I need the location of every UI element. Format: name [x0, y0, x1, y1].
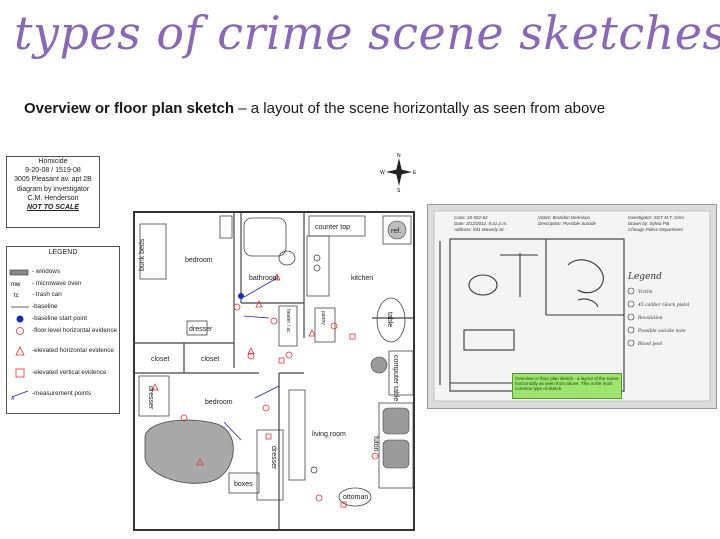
room-label: ref. [391, 228, 401, 235]
subtitle-definition: – a layout of the scene horizontally as … [234, 100, 606, 117]
sketch-header-department: Chicago Police Department [628, 227, 684, 232]
sketch-legend-item: 45 caliber Glock pistol [637, 302, 690, 308]
legend-item: mw - microwave oven [9, 279, 117, 293]
room-label: bedroom [185, 257, 213, 264]
floor-plan-sketch: bunk beds bedroom bathroom counter top r… [133, 211, 415, 531]
sketch-header-drawn-by: Drawn by: Sylvia Pitt [628, 221, 670, 226]
room-label: heater / ac [285, 309, 291, 333]
room-label: dresser [270, 446, 277, 470]
legend-item: -elevated vertical evidence [9, 368, 117, 382]
sketch-legend-item: Blood pool [637, 341, 663, 347]
case-info-line: C.M. Henderson [27, 194, 79, 202]
legend-item-label: -floor level horizontal evidence [32, 327, 118, 334]
room-label: table [386, 312, 393, 327]
sketch-legend-item: Possible suicide note [637, 328, 686, 334]
svg-text:mw: mw [11, 282, 21, 288]
floor-evidence-symbol-icon [16, 327, 24, 335]
room-label: closet [201, 356, 219, 363]
svg-text:A: A [11, 396, 15, 401]
room-label: closet [151, 356, 169, 363]
trash-can-symbol-icon: tc [14, 293, 19, 299]
exterior-wall [133, 211, 415, 531]
compass-w-label: W [380, 170, 385, 176]
sketch-header-address: Address: 941 Waverly St. [453, 227, 505, 232]
room-label: kitchen [351, 275, 373, 282]
compass-s-label: S [397, 188, 401, 192]
case-info-line: 3005 Pleasant av. apt 2B [14, 176, 92, 184]
legend-item-label: -elevated horizontal evidence [32, 347, 114, 354]
start-point-symbol-icon [16, 315, 24, 323]
room-label: computer table [392, 355, 399, 401]
sketch-callout-note: Overview or floor plan sketch - a layout… [512, 373, 622, 399]
room-label: pantry [320, 311, 326, 325]
slide-title: types of crime scene sketches [14, 6, 720, 60]
measurement-symbol-icon: A [11, 390, 29, 401]
compass-n-label: N [397, 153, 401, 159]
microwave-symbol-icon: mw [11, 282, 21, 288]
room-label: dresser [189, 326, 213, 333]
elevated-vertical-symbol-icon [15, 368, 25, 378]
sketch-header-description: Description: Possible Suicide [538, 221, 597, 226]
legend-title: LEGEND [48, 249, 78, 256]
not-to-scale-note: NOT TO SCALE [27, 204, 79, 212]
room-label: futon [372, 436, 379, 452]
legend-item: -floor level horizontal evidence [9, 326, 117, 340]
sketch-legend-item: Revolution [637, 315, 663, 321]
sketch-header-investigator: Investigator: SGT M.T. Grim [628, 215, 684, 220]
room-label: dresser [147, 386, 154, 410]
legend-item-label: -elevated vertical evidence [32, 369, 107, 376]
sketch-legend-title: Legend [627, 272, 662, 282]
sketch-header-case: Case: 10-552-62 [454, 215, 488, 220]
room-label: counter top [315, 224, 350, 231]
case-info-line: diagram by investigator [16, 185, 90, 193]
svg-text:tc: tc [14, 293, 19, 299]
legend-item: -baseline start point [9, 314, 117, 328]
case-info-box: Homicide 9-20-08 / 1519-08 3005 Pleasant… [6, 156, 100, 228]
legend-item: tc - trash can [9, 290, 117, 304]
baseline-symbol-icon [11, 306, 29, 308]
legend-item: -elevated horizontal evidence [9, 346, 117, 360]
room-label: bedroom [205, 399, 233, 406]
legend-item: A -measurement points [9, 389, 117, 403]
legend-item-label: - windows [32, 268, 60, 275]
sketch-header-date: Date: 3/12/2012, 8:41 p.m. [454, 221, 507, 226]
room-label: boxes [234, 481, 253, 488]
legend-box: LEGEND - windows mw - microwave oven tc … [6, 246, 120, 414]
legend-item-label: -measurement points [32, 390, 92, 397]
legend-item: -baseline [9, 302, 117, 316]
hand-drawn-sketch-photo: Case: 10-552-62 Date: 3/12/2012, 8:41 p.… [427, 204, 717, 409]
legend-item-label: -baseline [32, 303, 58, 310]
room-label: bathroom [249, 275, 279, 282]
sketch-legend-item: Victim [638, 289, 653, 295]
slide-subtitle: Overview or floor plan sketch – a layout… [24, 100, 605, 117]
compass-rose-icon: N S W E [380, 153, 417, 192]
elevated-horizontal-symbol-icon [15, 346, 25, 356]
room-label: bunk beds [139, 238, 146, 271]
windows-symbol-icon [9, 269, 29, 276]
legend-item-label: -baseline start point [32, 315, 87, 322]
legend-item-label: - trash can [32, 291, 62, 298]
sketch-header-victim: Victim: Brandon Dennison [538, 215, 590, 220]
case-info-line: Homicide [38, 158, 68, 165]
legend-item: - windows [9, 267, 117, 281]
room-label: living room [312, 431, 346, 438]
compass-e-label: E [413, 170, 417, 176]
subtitle-term: Overview or floor plan sketch [24, 100, 235, 117]
room-label: ottoman [343, 494, 368, 501]
case-info-line: 9-20-08 / 1519-08 [25, 167, 81, 175]
legend-item-label: - microwave oven [32, 280, 82, 287]
